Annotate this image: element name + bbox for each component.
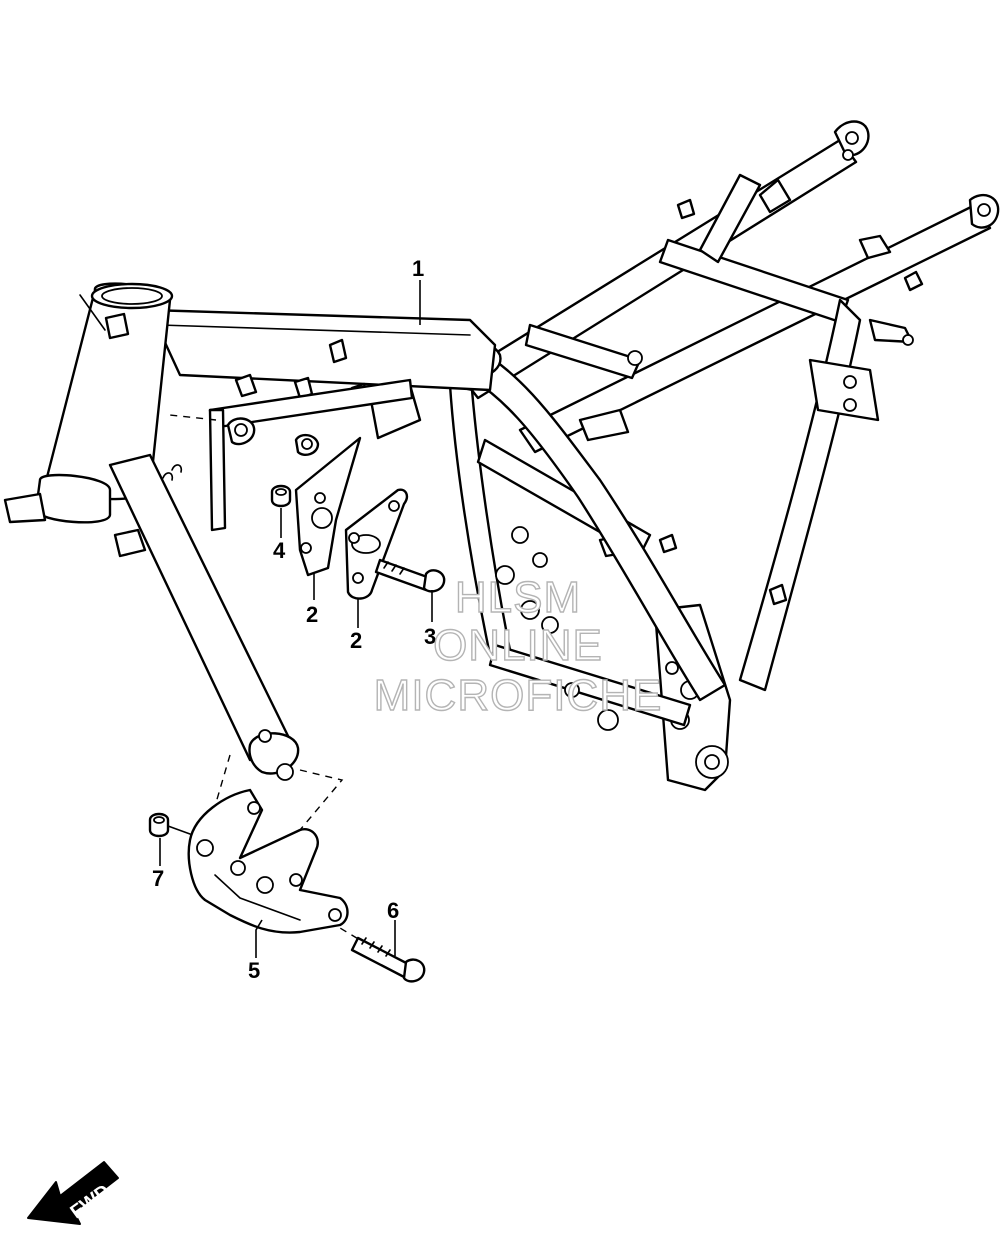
callout-2-front: 2 [306, 602, 318, 627]
engine-mount-plate-rear [344, 488, 409, 600]
watermark-line-2: ONLINE [433, 621, 603, 670]
callout-3: 3 [424, 624, 436, 649]
watermark: HLSM ONLINE MICROFICHE [373, 572, 663, 720]
callout-2-rear: 2 [350, 628, 362, 653]
callout-6: 6 [387, 898, 399, 923]
engine-mount-plate-front [294, 436, 362, 577]
leader-lines [159, 280, 433, 958]
fwd-direction-arrow: FWD [27, 1161, 119, 1225]
watermark-line-1: HLSM [455, 573, 581, 622]
callout-labels: 1 2 2 3 4 5 6 7 [152, 256, 436, 983]
engine-mount-nut [270, 484, 292, 508]
main-frame [3, 120, 1000, 792]
callout-5: 5 [248, 958, 260, 983]
lower-bracket-bolt [350, 936, 426, 983]
lower-bracket-nut [148, 812, 191, 838]
watermark-line-3: MICROFICHE [374, 671, 663, 720]
callout-7: 7 [152, 866, 164, 891]
callout-4: 4 [273, 538, 286, 563]
lower-engine-bracket [187, 788, 349, 934]
engine-mount-bolt [374, 558, 446, 593]
callout-1: 1 [412, 256, 424, 281]
